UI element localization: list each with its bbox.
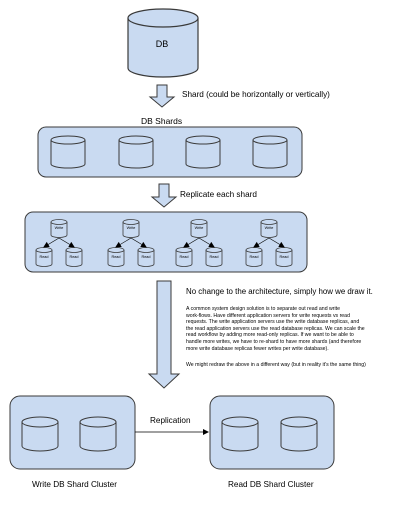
write-replica-cylinder bbox=[190, 219, 208, 238]
note-line: the read application servers use the rea… bbox=[186, 325, 365, 332]
read-replica-cylinder bbox=[175, 247, 193, 267]
read-replica-label: Read bbox=[179, 255, 189, 259]
shard-cylinder bbox=[118, 135, 154, 169]
write-cluster-cylinder bbox=[79, 416, 117, 452]
replication-connector bbox=[268, 237, 285, 248]
note-body: A common system design solution is to se… bbox=[186, 306, 398, 352]
note-footer: We might redraw the above in a different… bbox=[186, 362, 366, 368]
shard-arrow bbox=[148, 84, 176, 108]
read-replica-cylinder bbox=[245, 247, 263, 267]
note-line: read workflow by adding more read-only r… bbox=[186, 332, 354, 339]
db-shards-container bbox=[37, 126, 303, 178]
read-replica-label: Read bbox=[141, 255, 151, 259]
read-cluster-label: Read DB Shard Cluster bbox=[228, 480, 314, 489]
write-replica-label: Write bbox=[264, 226, 274, 230]
write-cluster-label: Write DB Shard Cluster bbox=[32, 480, 117, 489]
note-heading: No change to the architecture, simply ho… bbox=[186, 287, 373, 296]
replicate-step-label: Replicate each shard bbox=[180, 190, 257, 199]
db-label: DB bbox=[155, 39, 169, 49]
write-replica-cylinder bbox=[50, 219, 68, 238]
db-cylinder bbox=[127, 8, 199, 78]
read-replica-label: Read bbox=[209, 255, 219, 259]
read-cluster-cylinder bbox=[221, 416, 259, 452]
replication-connector bbox=[183, 237, 200, 248]
read-replica-cylinder bbox=[107, 247, 125, 267]
read-replica-label: Read bbox=[39, 255, 49, 259]
read-replica-label: Read bbox=[249, 255, 259, 259]
write-replica-label: Write bbox=[126, 226, 136, 230]
shard-cylinder bbox=[185, 135, 221, 169]
write-replica-cylinder bbox=[122, 219, 140, 238]
shard-cylinder bbox=[252, 135, 288, 169]
write-replica-label: Write bbox=[194, 226, 204, 230]
note-line: handle more writes, we have to re-shard … bbox=[186, 338, 362, 345]
note-line: A common system design solution is to se… bbox=[186, 306, 340, 312]
read-replica-label: Read bbox=[69, 255, 79, 259]
shard-step-label: Shard (could be horizontally or vertical… bbox=[182, 90, 330, 99]
note-line: more write database replicas fewer write… bbox=[186, 345, 329, 352]
read-replica-cylinder bbox=[205, 247, 223, 267]
read-cluster-cylinder bbox=[280, 416, 318, 452]
db-shards-title: DB Shards bbox=[141, 116, 183, 126]
note-line: work-flows. Have different application s… bbox=[186, 312, 350, 319]
write-replica-label: Write bbox=[54, 226, 64, 230]
read-replica-cylinder bbox=[137, 247, 155, 267]
read-replica-label: Read bbox=[279, 255, 289, 259]
read-replica-cylinder bbox=[65, 247, 83, 267]
replication-connector bbox=[198, 237, 215, 248]
replication-connector bbox=[58, 237, 75, 248]
write-replica-cylinder bbox=[260, 219, 278, 238]
write-cluster-cylinder bbox=[21, 416, 59, 452]
replication-connector bbox=[253, 237, 270, 248]
shard-cylinder bbox=[50, 135, 86, 169]
replication-label: Replication bbox=[150, 416, 191, 425]
replication-connector bbox=[115, 237, 132, 248]
replication-connector bbox=[43, 237, 60, 248]
replica-container bbox=[24, 211, 308, 273]
read-replica-label: Read bbox=[111, 255, 121, 259]
replication-connector bbox=[130, 237, 147, 248]
read-replica-cylinder bbox=[275, 247, 293, 267]
redraw-arrow bbox=[147, 280, 181, 389]
note-line: requests. The write application servers … bbox=[186, 319, 360, 326]
replicate-arrow bbox=[150, 183, 178, 208]
read-replica-cylinder bbox=[35, 247, 53, 267]
